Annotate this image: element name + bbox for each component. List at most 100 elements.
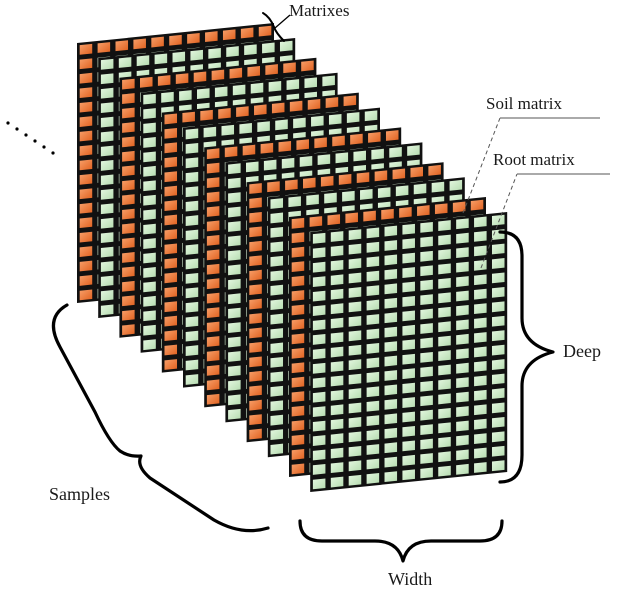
root-cell bbox=[402, 296, 415, 307]
soil-cell bbox=[79, 130, 93, 142]
soil-cell bbox=[79, 173, 93, 185]
root-cell bbox=[185, 186, 199, 198]
root-cell bbox=[366, 285, 380, 297]
root-cell bbox=[420, 395, 433, 407]
root-cell bbox=[438, 335, 451, 347]
root-cell bbox=[491, 243, 505, 255]
root-cell bbox=[185, 359, 199, 371]
root-cell bbox=[348, 402, 362, 414]
root-cell bbox=[143, 281, 156, 293]
soil-cell bbox=[122, 208, 135, 220]
root-cell bbox=[407, 145, 420, 156]
root-cell bbox=[491, 315, 505, 327]
soil-cell bbox=[79, 43, 93, 55]
soil-cell bbox=[291, 217, 305, 229]
root-cell bbox=[402, 238, 415, 250]
root-cell bbox=[348, 272, 362, 284]
root-cell bbox=[270, 328, 284, 339]
soil-cell bbox=[164, 257, 178, 269]
soil-cell bbox=[206, 307, 220, 319]
root-cell bbox=[203, 126, 217, 138]
root-cell bbox=[270, 198, 284, 209]
soil-cell bbox=[169, 34, 182, 46]
soil-cell bbox=[206, 364, 220, 376]
root-cell bbox=[474, 418, 487, 430]
root-cell bbox=[474, 462, 487, 473]
root-cell bbox=[420, 424, 433, 436]
soil-cell bbox=[206, 379, 220, 391]
root-cell bbox=[179, 90, 192, 101]
soil-cell bbox=[79, 246, 93, 257]
root-cell bbox=[143, 310, 156, 322]
root-cell bbox=[384, 326, 398, 338]
root-cell bbox=[348, 344, 362, 356]
root-cell bbox=[438, 364, 451, 376]
soil-cell bbox=[122, 150, 135, 162]
root-cell bbox=[185, 244, 199, 255]
root-cell bbox=[143, 324, 156, 336]
root-cell bbox=[438, 350, 451, 361]
root-cell bbox=[330, 346, 344, 358]
root-cell bbox=[348, 474, 362, 486]
soil-cell bbox=[222, 29, 236, 41]
root-cell bbox=[366, 371, 380, 383]
soil-cell bbox=[206, 263, 220, 275]
root-cell bbox=[185, 345, 199, 356]
ellipsis-dots bbox=[6, 121, 55, 155]
soil-cell bbox=[254, 104, 267, 116]
root-cell bbox=[228, 307, 241, 319]
soil-cell bbox=[452, 201, 466, 213]
soil-cell bbox=[122, 295, 135, 307]
soil-cell bbox=[291, 290, 305, 301]
root-cell bbox=[100, 275, 114, 287]
root-cell bbox=[384, 312, 398, 324]
root-cell bbox=[456, 435, 469, 446]
soil-cell bbox=[122, 309, 135, 321]
root-cell bbox=[348, 417, 362, 428]
soil-cell bbox=[122, 324, 135, 336]
root-cell bbox=[330, 462, 344, 474]
root-cell bbox=[402, 426, 415, 437]
root-cell bbox=[348, 388, 362, 399]
root-cell bbox=[348, 287, 362, 298]
soil-cell bbox=[265, 64, 278, 75]
soil-cell bbox=[206, 162, 220, 174]
root-cell bbox=[491, 416, 505, 428]
soil-cell bbox=[285, 179, 298, 191]
root-cell bbox=[330, 361, 344, 372]
root-cell bbox=[402, 469, 415, 481]
soil-cell bbox=[301, 60, 314, 72]
root-cell bbox=[377, 187, 391, 199]
soil-cell bbox=[291, 333, 305, 345]
matrixes-label: Matrixes bbox=[289, 1, 349, 20]
root-cell bbox=[312, 377, 326, 389]
soil-cell bbox=[164, 359, 178, 370]
root-cell bbox=[491, 373, 505, 385]
root-cell bbox=[286, 79, 300, 90]
soil-cell bbox=[122, 237, 135, 249]
root-cell bbox=[208, 48, 221, 59]
soil-cell bbox=[249, 298, 262, 310]
root-cell bbox=[312, 276, 326, 288]
root-cell bbox=[226, 46, 239, 57]
root-cell bbox=[438, 393, 451, 405]
root-cell bbox=[270, 270, 284, 282]
root-cell bbox=[312, 232, 326, 244]
root-cell bbox=[185, 287, 199, 299]
soil-cell bbox=[133, 38, 146, 50]
root-cell bbox=[279, 40, 293, 52]
soil-cell bbox=[291, 246, 305, 258]
soil-cell bbox=[200, 109, 213, 121]
soil-cell bbox=[291, 420, 305, 431]
soil-cell bbox=[417, 205, 430, 216]
root-cell bbox=[197, 88, 210, 100]
root-cell bbox=[100, 217, 114, 229]
root-cell bbox=[366, 357, 380, 369]
soil-cell bbox=[229, 67, 243, 79]
root-cell bbox=[366, 256, 380, 268]
soil-cell bbox=[291, 391, 305, 403]
root-cell bbox=[311, 115, 324, 127]
root-cell bbox=[491, 272, 505, 284]
root-cell bbox=[100, 174, 114, 186]
